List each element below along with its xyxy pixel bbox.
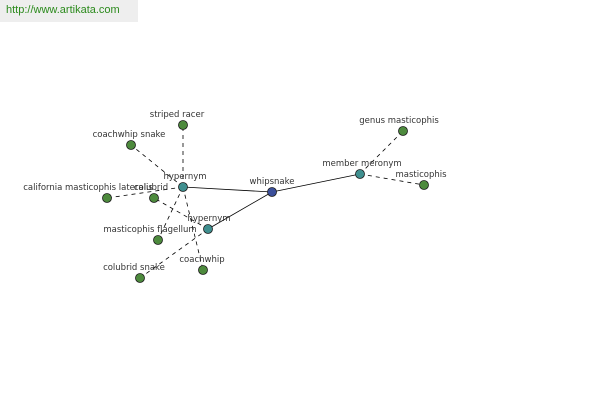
node-genus-masticophis[interactable] bbox=[398, 126, 408, 136]
node-member-meronym[interactable] bbox=[355, 169, 365, 179]
edge-hypernym-2-colubrid bbox=[153, 197, 209, 230]
edge-hypernym-1-coachwhip-snake bbox=[130, 144, 184, 188]
node-masticophis-flagellum[interactable] bbox=[153, 235, 163, 245]
source-banner: http://www.artikata.com bbox=[0, 0, 138, 22]
node-striped-racer[interactable] bbox=[178, 120, 188, 130]
nodes-layer bbox=[102, 120, 429, 283]
node-whipsnake[interactable] bbox=[267, 187, 277, 197]
node-label-coachwhip-snake: coachwhip snake bbox=[93, 130, 166, 140]
edge-whipsnake-member-meronym bbox=[271, 173, 361, 193]
node-label-whipsnake: whipsnake bbox=[250, 177, 295, 187]
node-label-masticophis-flagellum: masticophis flagellum bbox=[103, 225, 196, 235]
node-colubrid[interactable] bbox=[149, 193, 159, 203]
node-california-masticophis-lateralis[interactable] bbox=[102, 193, 112, 203]
node-label-colubrid-snake: colubrid snake bbox=[103, 263, 165, 273]
edge-hypernym-1-whipsnake bbox=[182, 186, 273, 193]
source-link[interactable]: http://www.artikata.com bbox=[6, 4, 120, 16]
node-label-member-meronym: member meronym bbox=[322, 159, 401, 169]
edge-hypernym-2-colubrid-snake bbox=[139, 228, 209, 279]
node-label-hypernym-2: hypernym bbox=[187, 214, 230, 224]
node-label-hypernym-1: hypernym bbox=[163, 172, 206, 182]
edge-member-meronym-masticophis bbox=[359, 173, 425, 186]
edge-member-meronym-genus-masticophis bbox=[359, 130, 404, 175]
node-label-coachwhip: coachwhip bbox=[179, 255, 224, 265]
node-label-colubrid: colubrid bbox=[134, 183, 168, 193]
edge-hypernym-2-whipsnake bbox=[207, 191, 273, 230]
node-label-california-masticophis-lateralis: california masticophis lateralis bbox=[23, 183, 153, 193]
node-masticophis[interactable] bbox=[419, 180, 429, 190]
node-coachwhip[interactable] bbox=[198, 265, 208, 275]
node-hypernym-1[interactable] bbox=[178, 182, 188, 192]
node-hypernym-2[interactable] bbox=[203, 224, 213, 234]
labels-layer: whipsnake hypernym hypernym member meronym s… bbox=[23, 110, 447, 273]
node-label-masticophis: masticophis bbox=[395, 170, 447, 180]
node-label-striped-racer: striped racer bbox=[150, 110, 205, 120]
node-coachwhip-snake[interactable] bbox=[126, 140, 136, 150]
edges-layer bbox=[106, 125, 425, 279]
edge-hypernym-1-coachwhip bbox=[182, 186, 204, 271]
node-label-genus-masticophis: genus masticophis bbox=[359, 116, 439, 126]
node-colubrid-snake[interactable] bbox=[135, 273, 145, 283]
edge-hypernym-1-masticophis-flagellum bbox=[157, 186, 184, 241]
